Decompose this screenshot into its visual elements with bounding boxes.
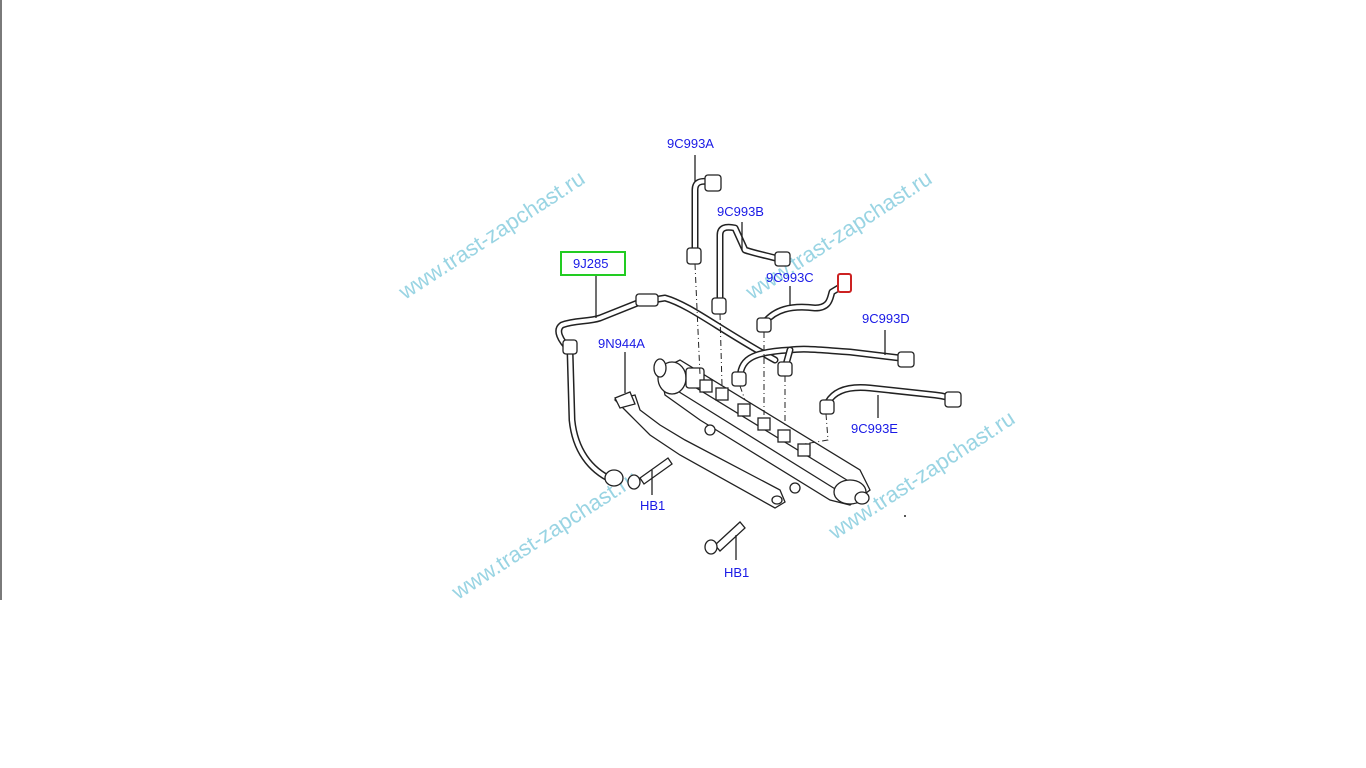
- label-9c993c[interactable]: 9C993C: [766, 270, 814, 285]
- left-border: [0, 0, 2, 600]
- label-hb1-lower[interactable]: HB1: [724, 565, 749, 580]
- bolt-hb1-upper: [627, 457, 673, 490]
- part-labels: 9C993A 9C993B 9C993C 9C993D 9C993E 9N944…: [560, 136, 910, 580]
- fuel-rail: [653, 358, 871, 506]
- label-9n944a[interactable]: 9N944A: [598, 336, 645, 351]
- highlighted-connector: [837, 273, 852, 293]
- pipe-9c993b: [711, 223, 791, 315]
- pipe-9c993e: [819, 384, 962, 415]
- label-9c993e[interactable]: 9C993E: [851, 421, 898, 436]
- label-hb1-upper[interactable]: HB1: [640, 498, 665, 513]
- label-9j285[interactable]: 9J285: [573, 256, 608, 271]
- pipe-9c993a: [686, 174, 722, 265]
- label-9c993a[interactable]: 9C993A: [667, 136, 714, 151]
- highlight-box-9j285: [560, 251, 626, 276]
- center-lines: [694, 263, 829, 445]
- leader-lines: [595, 155, 886, 560]
- pipe-9c993c: [756, 273, 852, 333]
- bolt-hb1-lower: [704, 521, 746, 555]
- watermark-1: www.trast-zapchast.ru: [393, 165, 589, 304]
- label-9c993b[interactable]: 9C993B: [717, 204, 764, 219]
- label-9c993d[interactable]: 9C993D: [862, 311, 910, 326]
- bracket-9n944a: [613, 391, 786, 509]
- dot-mark: [904, 515, 906, 517]
- pipe-9j285: [555, 293, 779, 487]
- pipe-9c993d: [731, 345, 915, 387]
